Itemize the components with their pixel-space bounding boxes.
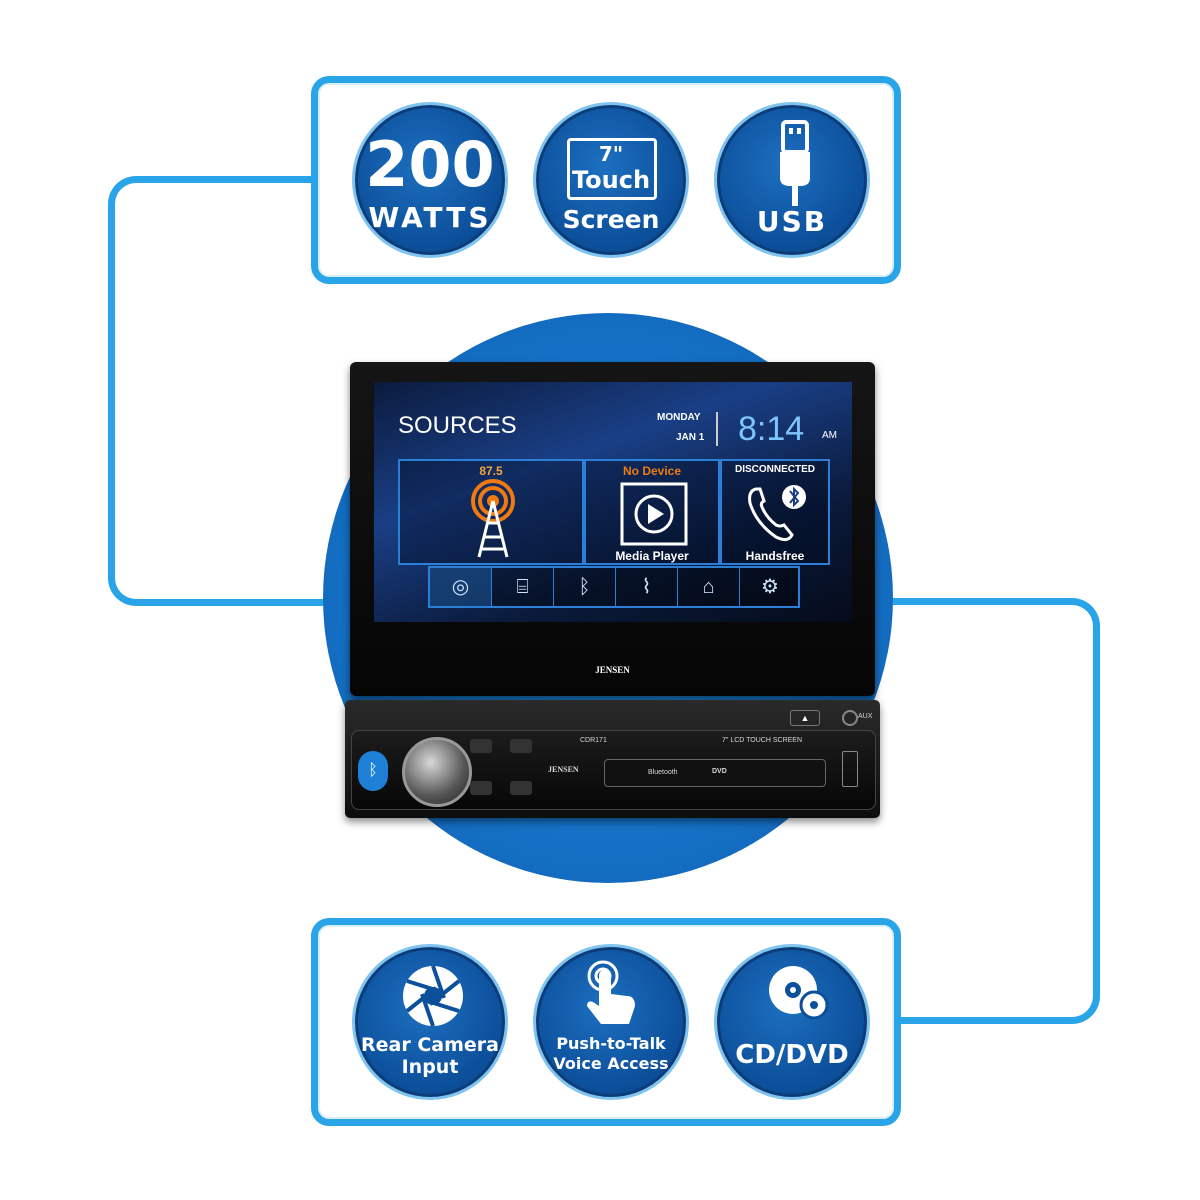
- media-play-icon: [620, 482, 688, 546]
- faceplate-panel: ᛒ CDR171 7" LCD TOUCH SCREEN JENSEN Blue…: [351, 730, 876, 810]
- phone-status: DISCONNECTED: [734, 464, 815, 475]
- tile-handsfree[interactable]: DISCONNECTED Handsfree: [720, 459, 830, 565]
- model-number: CDR171: [580, 737, 607, 744]
- phone-bluetooth-icon: [748, 485, 806, 542]
- dock-disc-icon[interactable]: ◎: [430, 568, 492, 606]
- prev-button[interactable]: [510, 739, 532, 753]
- lcd-time: 8:14: [738, 410, 805, 448]
- bluetooth-button[interactable]: ᛒ: [358, 751, 388, 791]
- radio-tower-icon: [471, 479, 515, 558]
- screen-word: Screen: [562, 205, 660, 234]
- face-brand: JENSEN: [548, 765, 579, 774]
- dock-usb-icon[interactable]: ⌸: [492, 568, 554, 606]
- disc-label: CD/DVD: [735, 1040, 849, 1070]
- ptt-badge: Push-to-Talk Voice Access: [536, 947, 686, 1097]
- aux-label: AUX: [858, 713, 873, 720]
- camera-aperture-icon: [403, 965, 463, 1027]
- source-dock: ◎ ⌸ ᛒ ⌇ ⌂ ⚙: [428, 566, 800, 608]
- spec-label: 7" LCD TOUCH SCREEN: [722, 737, 803, 744]
- mode-button[interactable]: [470, 739, 492, 753]
- power-badge: 200 WATTS: [355, 105, 505, 255]
- disc-icon: [769, 966, 829, 1020]
- media-label: Media Player: [615, 549, 689, 563]
- screen-size: 7": [598, 142, 624, 166]
- head-unit-screen: SOURCES MONDAY JAN 1 8:14 AM 87.5 No Dev…: [350, 362, 875, 696]
- screen-badge: 7" Touch Screen: [536, 105, 686, 255]
- radio-frequency: 87.5: [479, 464, 503, 478]
- lcd-date: JAN 1: [676, 432, 705, 443]
- usb-port[interactable]: [842, 751, 858, 787]
- features-panel-top: 200 WATTS 7" Touch Screen USB: [311, 76, 901, 284]
- head-unit-faceplate: ▲ AUX ᛒ CDR171 7" LCD TOUCH SCREEN JENSE…: [345, 700, 880, 818]
- lcd-time-divider: [716, 412, 718, 446]
- features-panel-bottom: Rear Camera Input Push-to-Talk Voice Acc…: [311, 918, 901, 1126]
- connector-left: [108, 176, 326, 606]
- dvd-logo: DVD: [712, 768, 727, 775]
- tile-media-player[interactable]: No Device Media Player: [584, 459, 720, 565]
- power-unit: WATTS: [368, 201, 492, 234]
- handsfree-label: Handsfree: [745, 549, 805, 563]
- next-button[interactable]: [510, 781, 532, 795]
- lcd-ampm: AM: [822, 430, 837, 441]
- media-status: No Device: [622, 464, 682, 478]
- aux-jack[interactable]: [842, 710, 858, 726]
- camera-badge: Rear Camera Input: [355, 947, 505, 1097]
- disc-slot[interactable]: [604, 759, 826, 787]
- dock-bluetooth-icon[interactable]: ᛒ: [554, 568, 616, 606]
- dock-aux-icon[interactable]: ⌇: [616, 568, 678, 606]
- volume-knob[interactable]: [402, 737, 472, 807]
- screen-brand: JENSEN: [595, 665, 630, 675]
- usb-label: USB: [756, 205, 828, 238]
- mute-button[interactable]: [470, 781, 492, 795]
- camera-line2: Input: [401, 1056, 459, 1078]
- lcd-day: MONDAY: [657, 412, 701, 423]
- ptt-line2: Voice Access: [553, 1054, 669, 1073]
- touch-hand-icon: [587, 960, 635, 1024]
- usb-plug-icon: [780, 120, 810, 206]
- tile-radio[interactable]: 87.5: [398, 459, 584, 565]
- connector-right: [878, 598, 1100, 1024]
- ptt-line1: Push-to-Talk: [556, 1034, 666, 1053]
- lcd-title: SOURCES: [398, 412, 517, 439]
- camera-line1: Rear Camera: [361, 1034, 499, 1056]
- bluetooth-logo: Bluetooth: [648, 769, 678, 776]
- usb-badge: USB: [717, 105, 867, 255]
- eject-button[interactable]: ▲: [790, 710, 820, 726]
- power-value: 200: [365, 128, 495, 201]
- screen-touch: Touch: [571, 166, 651, 194]
- dock-camera-icon[interactable]: ⌂: [678, 568, 740, 606]
- disc-badge: CD/DVD: [717, 947, 867, 1097]
- screen-outline-icon: [567, 138, 657, 200]
- dock-settings-icon[interactable]: ⚙: [761, 576, 779, 598]
- lcd-display: SOURCES MONDAY JAN 1 8:14 AM 87.5 No Dev…: [374, 382, 852, 622]
